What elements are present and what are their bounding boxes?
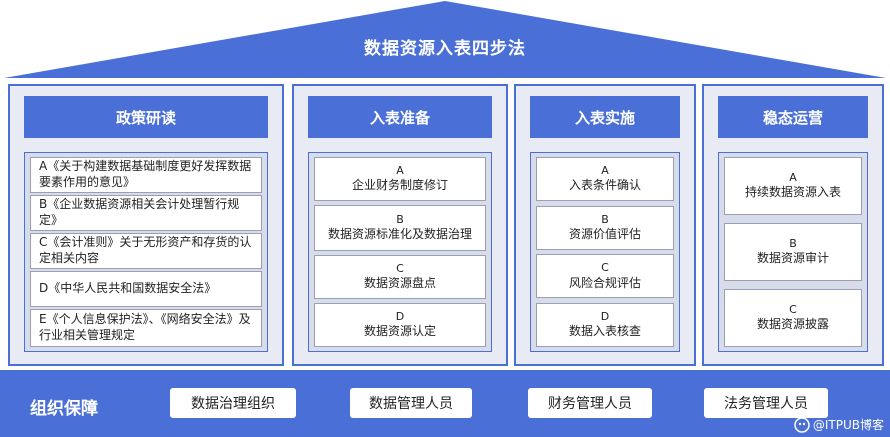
item-text: 数据资源认定	[363, 324, 436, 339]
item-letter: A	[396, 164, 404, 178]
item-text: 数据入表核查	[568, 324, 641, 339]
column-header: 政策研读	[24, 96, 268, 138]
list-item: A《关于构建数据基础制度更好发挥数据要素作用的意见》	[30, 157, 262, 193]
item-text: E《个人信息保护法》、《网络安全法》及行业相关管理规定	[39, 312, 251, 342]
item-text: 企业财务制度修订	[351, 178, 448, 193]
list-item: A 企业财务制度修订	[314, 157, 486, 201]
item-text: 风险合规评估	[568, 275, 641, 290]
item-text: 数据资源盘点	[363, 276, 436, 291]
list-item: B《企业数据资源相关会计处理暂行规定》	[30, 195, 262, 231]
item-text: 持续数据资源入表	[744, 185, 841, 200]
list-item: B 数据资源标准化及数据治理	[314, 205, 486, 251]
foundation-item: 数据治理组织	[170, 388, 296, 418]
column-items: A 企业财务制度修订 B 数据资源标准化及数据治理 C 数据资源盘点 D 数据资…	[308, 152, 492, 352]
item-letter: C	[601, 261, 609, 275]
item-text: 数据资源标准化及数据治理	[327, 227, 472, 242]
column-preparation: 入表准备 A 企业财务制度修订 B 数据资源标准化及数据治理 C 数据资源盘点 …	[292, 84, 508, 366]
list-item: C 数据资源披露	[724, 289, 862, 347]
item-letter: C	[396, 262, 404, 276]
watermark: @ITPUB博客	[794, 416, 884, 433]
column-header: 稳态运营	[718, 96, 868, 138]
list-item: D 数据入表核查	[536, 302, 674, 347]
item-text: C《会计准则》关于无形资产和存货的认定相关内容	[39, 235, 252, 265]
column-items: A 入表条件确认 B 资源价值评估 C 风险合规评估 D 数据入表核查	[530, 152, 680, 352]
column-implementation: 入表实施 A 入表条件确认 B 资源价值评估 C 风险合规评估 D 数据入表核查	[514, 84, 696, 366]
list-item: D 数据资源认定	[314, 303, 486, 347]
list-item: C 风险合规评估	[536, 254, 674, 299]
list-item: E《个人信息保护法》、《网络安全法》及行业相关管理规定	[30, 309, 262, 347]
diagram-title: 数据资源入表四步法	[364, 39, 526, 59]
blog-logo-icon	[794, 416, 810, 433]
item-text: A《关于构建数据基础制度更好发挥数据要素作用的意见》	[39, 159, 252, 189]
column-items: A 持续数据资源入表 B 数据资源审计 C 数据资源披露	[718, 152, 868, 352]
foundation-item: 法务管理人员	[704, 388, 828, 418]
roof	[4, 1, 886, 78]
item-text: D《中华人民共和国数据安全法》	[39, 281, 217, 296]
item-letter: D	[395, 310, 405, 324]
item-text: 资源价值评估	[568, 227, 641, 241]
item-text: 数据资源披露	[756, 317, 829, 332]
item-letter: A	[601, 164, 609, 178]
column-policy-study: 政策研读 A《关于构建数据基础制度更好发挥数据要素作用的意见》 B《企业数据资源…	[8, 84, 284, 366]
list-item: C《会计准则》关于无形资产和存货的认定相关内容	[30, 233, 262, 269]
list-item: C 数据资源盘点	[314, 255, 486, 299]
column-items: A《关于构建数据基础制度更好发挥数据要素作用的意见》 B《企业数据资源相关会计处…	[24, 152, 268, 352]
item-letter: B	[789, 237, 797, 251]
list-item: B 资源价值评估	[536, 205, 674, 250]
column-header: 入表实施	[530, 96, 680, 138]
foundation-title: 组织保障	[30, 399, 98, 419]
item-letter: C	[789, 303, 797, 317]
list-item: D《中华人民共和国数据安全法》	[30, 271, 262, 307]
foundation-item: 财务管理人员	[528, 388, 652, 418]
item-letter: B	[601, 212, 609, 226]
item-text: 数据资源审计	[756, 251, 829, 266]
list-item: A 持续数据资源入表	[724, 157, 862, 215]
item-letter: B	[396, 213, 404, 227]
list-item: A 入表条件确认	[536, 157, 674, 201]
item-text: B《企业数据资源相关会计处理暂行规定》	[39, 197, 240, 227]
column-header: 入表准备	[308, 96, 492, 138]
item-letter: A	[789, 171, 797, 185]
item-letter: D	[600, 310, 610, 324]
column-operation: 稳态运营 A 持续数据资源入表 B 数据资源审计 C 数据资源披露	[702, 84, 884, 366]
list-item: B 数据资源审计	[724, 223, 862, 281]
item-text: 入表条件确认	[568, 178, 641, 193]
foundation-item: 数据管理人员	[350, 388, 472, 418]
watermark-text: @ITPUB博客	[812, 418, 884, 432]
